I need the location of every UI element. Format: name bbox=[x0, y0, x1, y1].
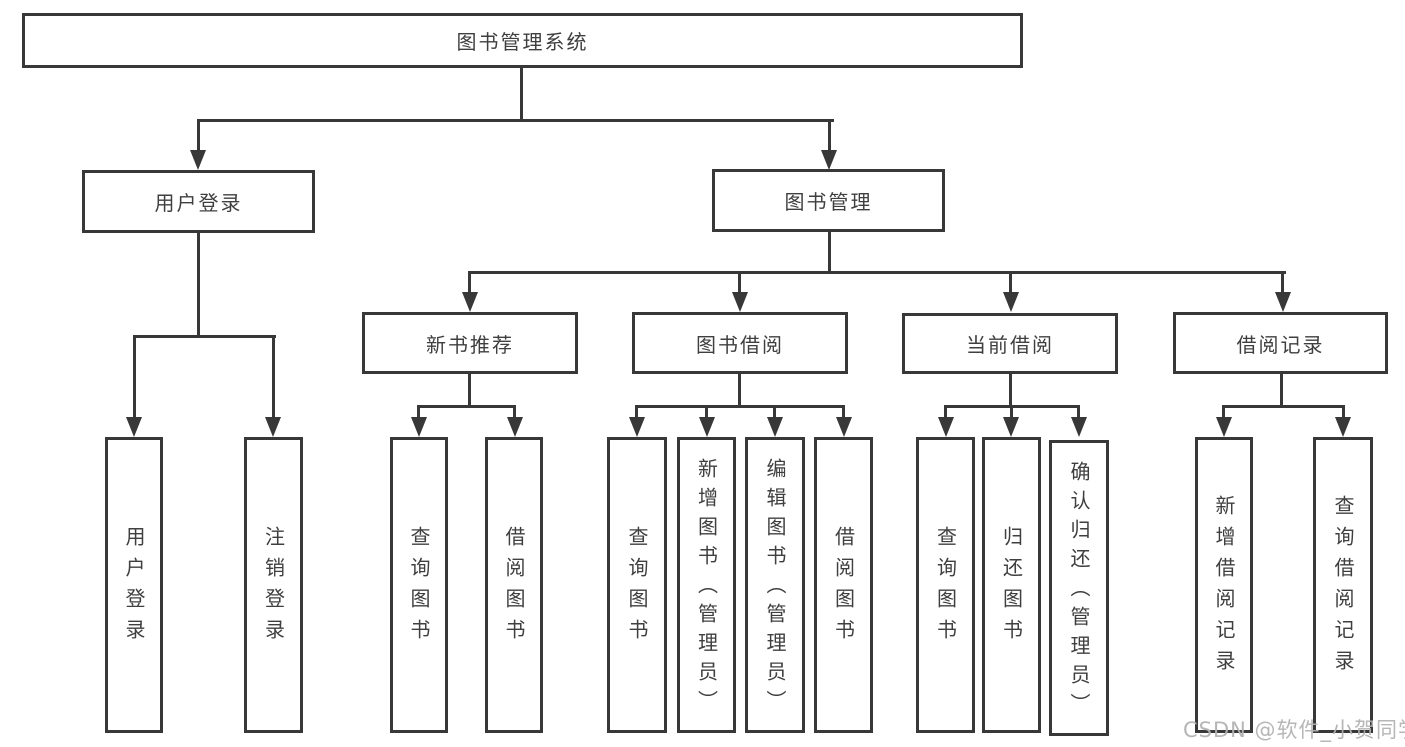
arrowhead-current-borrow bbox=[1003, 292, 1019, 312]
arrowhead-ul-leaf1 bbox=[126, 417, 142, 437]
connector-level2-bus bbox=[197, 119, 834, 122]
leaf-cb-confirm-return-label: 确认归还（管理员） bbox=[1067, 460, 1091, 722]
leaf-cb-return-books-label: 归还图书 bbox=[999, 526, 1024, 650]
connector-nb-leaf2-drop bbox=[513, 405, 516, 421]
connector-cb-leaf2-drop bbox=[1010, 405, 1013, 421]
arrowhead-bb-leaf4 bbox=[836, 417, 852, 437]
leaf-bb-query-books: 查询图书 bbox=[607, 437, 667, 733]
node-new-book-recommend: 新书推荐 bbox=[362, 312, 578, 374]
connector-cb-leaf1-drop bbox=[944, 405, 947, 421]
arrowhead-cb-leaf1 bbox=[938, 417, 954, 437]
connector-bm-stem bbox=[828, 232, 831, 274]
connector-bb-leaf4-drop bbox=[842, 405, 845, 421]
connector-book-mgmt-drop bbox=[828, 119, 831, 152]
leaf-logout-label: 注销登录 bbox=[261, 526, 286, 650]
leaf-nb-borrow-books-label: 借阅图书 bbox=[502, 526, 526, 650]
leaf-nb-query-books-label: 查询图书 bbox=[407, 526, 431, 650]
leaf-nb-borrow-books: 借阅图书 bbox=[485, 437, 543, 733]
connector-user-login-drop bbox=[197, 119, 200, 152]
arrowhead-bb-leaf3 bbox=[767, 417, 783, 437]
arrowhead-cb-leaf3 bbox=[1071, 417, 1087, 437]
connector-br-stem bbox=[1280, 374, 1283, 408]
node-book-borrowing-label: 图书借阅 bbox=[696, 332, 784, 357]
leaf-bb-query-books-label: 查询图书 bbox=[625, 526, 649, 650]
connector-bb-bus bbox=[635, 405, 845, 408]
arrowhead-user-login bbox=[190, 150, 206, 170]
connector-bb-leaf2-drop bbox=[705, 405, 708, 421]
connector-bb-drop bbox=[738, 271, 741, 295]
connector-cb-stem bbox=[1009, 374, 1012, 408]
arrowhead-new-book bbox=[462, 292, 478, 312]
connector-br-bus bbox=[1222, 405, 1345, 408]
leaf-bb-edit-books-label: 编辑图书（管理员） bbox=[763, 457, 787, 719]
connector-root-stem bbox=[520, 66, 523, 122]
leaf-cb-query-books-label: 查询图书 bbox=[933, 526, 958, 650]
node-root-label: 图书管理系统 bbox=[456, 30, 589, 54]
connector-level3-bus bbox=[468, 271, 1286, 274]
connector-cb-drop bbox=[1009, 271, 1012, 295]
leaf-bb-borrow-books-label: 借阅图书 bbox=[831, 526, 856, 650]
connector-nb-leaf1-drop bbox=[417, 405, 420, 421]
csdn-watermark-text: CSDN @软件_小贺同学 bbox=[1183, 718, 1405, 742]
node-borrowing-records: 借阅记录 bbox=[1173, 312, 1388, 374]
node-book-management: 图书管理 bbox=[712, 169, 945, 232]
leaf-cb-query-books: 查询图书 bbox=[916, 437, 975, 733]
node-book-borrowing: 图书借阅 bbox=[632, 312, 848, 374]
arrowhead-nb-leaf1 bbox=[411, 417, 427, 437]
arrowhead-br-leaf1 bbox=[1216, 417, 1232, 437]
node-book-management-label: 图书管理 bbox=[784, 190, 873, 214]
connector-ul-bus bbox=[133, 335, 276, 338]
arrowhead-borrow-records bbox=[1275, 292, 1291, 312]
csdn-watermark: CSDN @软件_小贺同学 bbox=[1183, 714, 1405, 744]
connector-cb-leaf3-drop bbox=[1077, 405, 1080, 421]
node-borrowing-records-label: 借阅记录 bbox=[1236, 332, 1325, 357]
connector-bb-leaf1-drop bbox=[635, 405, 638, 421]
arrowhead-br-leaf2 bbox=[1335, 417, 1351, 437]
connector-bb-leaf3-drop bbox=[773, 405, 776, 421]
arrowhead-nb-leaf2 bbox=[507, 417, 523, 437]
arrowhead-ul-leaf2 bbox=[265, 417, 281, 437]
connector-ul-leaf1-drop bbox=[133, 335, 136, 420]
leaf-br-query-record-label: 查询借阅记录 bbox=[1331, 495, 1355, 681]
arrowhead-book-borrow bbox=[732, 292, 748, 312]
node-current-borrowing: 当前借阅 bbox=[902, 313, 1118, 374]
leaf-bb-borrow-books: 借阅图书 bbox=[814, 437, 873, 733]
leaf-bb-add-books-label: 新增图书（管理员） bbox=[694, 457, 719, 719]
connector-br-leaf1-drop bbox=[1222, 405, 1225, 421]
node-user-login: 用户登录 bbox=[82, 170, 315, 233]
connector-br-leaf2-drop bbox=[1342, 405, 1345, 421]
connector-bb-stem bbox=[738, 374, 741, 408]
leaf-bb-edit-books: 编辑图书（管理员） bbox=[745, 437, 805, 733]
arrowhead-cb-leaf2 bbox=[1003, 417, 1019, 437]
leaf-logout: 注销登录 bbox=[244, 437, 303, 733]
leaf-nb-query-books: 查询图书 bbox=[390, 437, 448, 733]
connector-ul-stem bbox=[197, 233, 200, 338]
leaf-user-login: 用户登录 bbox=[105, 437, 163, 733]
arrowhead-book-mgmt bbox=[821, 150, 837, 170]
connector-nb-stem bbox=[468, 374, 471, 408]
connector-nb-drop bbox=[468, 271, 471, 295]
leaf-br-add-record: 新增借阅记录 bbox=[1195, 437, 1253, 733]
node-new-book-recommend-label: 新书推荐 bbox=[426, 332, 514, 357]
leaf-br-query-record: 查询借阅记录 bbox=[1313, 437, 1373, 733]
leaf-cb-confirm-return: 确认归还（管理员） bbox=[1049, 440, 1109, 736]
leaf-cb-return-books: 归还图书 bbox=[982, 437, 1041, 733]
leaf-user-login-label: 用户登录 bbox=[122, 526, 146, 650]
arrowhead-bb-leaf2 bbox=[699, 417, 715, 437]
node-current-borrowing-label: 当前借阅 bbox=[966, 333, 1054, 357]
node-user-login-label: 用户登录 bbox=[154, 191, 243, 215]
arrowhead-bb-leaf1 bbox=[629, 417, 645, 437]
connector-br-drop bbox=[1281, 271, 1284, 295]
leaf-bb-add-books: 新增图书（管理员） bbox=[677, 437, 736, 733]
connector-ul-leaf2-drop bbox=[272, 335, 275, 420]
connector-nb-bus bbox=[417, 405, 516, 408]
node-root: 图书管理系统 bbox=[22, 13, 1023, 68]
leaf-br-add-record-label: 新增借阅记录 bbox=[1212, 495, 1236, 681]
